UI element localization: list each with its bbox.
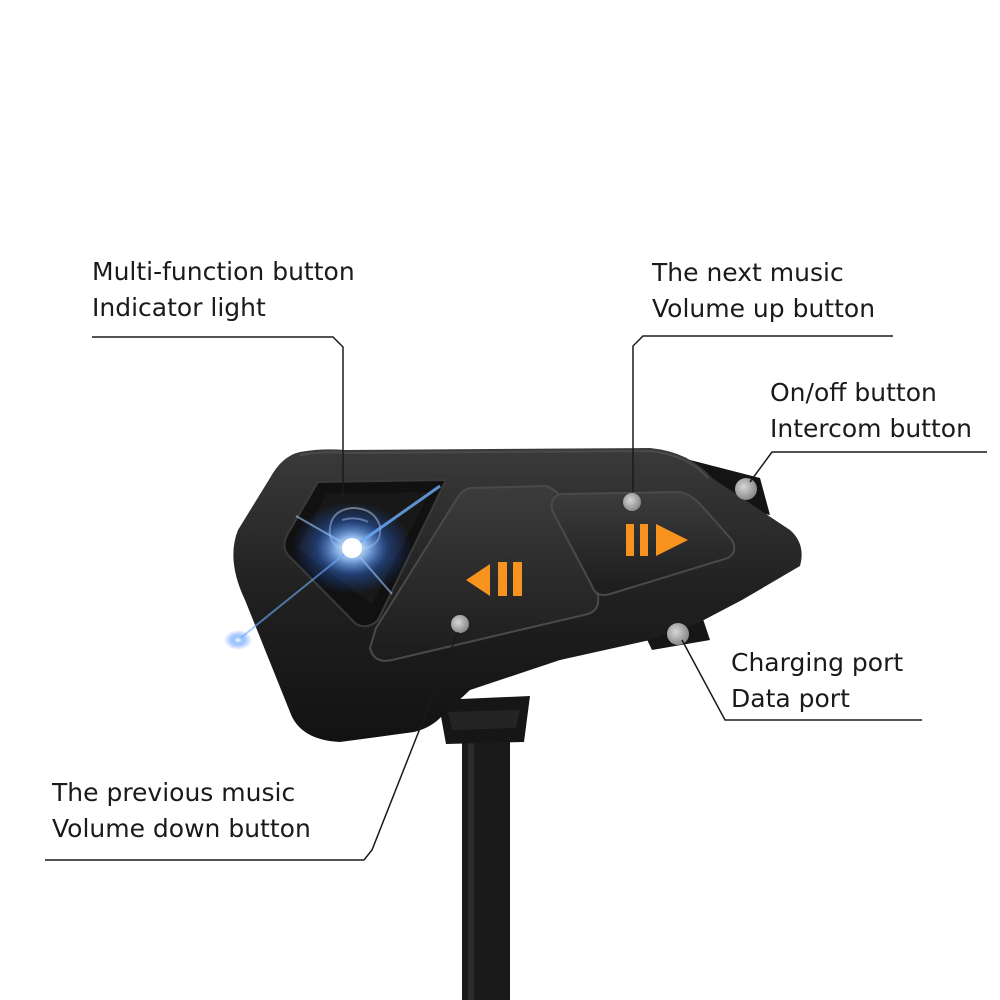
leader-on-off: [749, 451, 987, 483]
cable: [438, 696, 530, 1000]
next-music-marker: [623, 493, 641, 511]
charging-port-marker: [667, 623, 689, 645]
previous-music-marker: [451, 615, 469, 633]
callout-next-music-line2: Volume up button: [652, 294, 876, 323]
callout-previous-music-line2: Volume down button: [52, 814, 311, 843]
indicator-light: [224, 484, 441, 650]
next-track-icon: [626, 524, 688, 556]
callout-on-off-line2: Intercom button: [770, 414, 972, 443]
callout-on-off: On/off button Intercom button: [770, 375, 972, 447]
previous-track-icon: [466, 562, 522, 596]
callout-charging-line1: Charging port: [731, 648, 904, 677]
callout-on-off-line1: On/off button: [770, 378, 937, 407]
callout-multi-function-line1: Multi-function button: [92, 257, 355, 286]
leader-charging: [681, 639, 922, 721]
callout-next-music-line1: The next music: [652, 258, 844, 287]
callout-charging: Charging port Data port: [731, 645, 903, 717]
leader-lines: [45, 335, 987, 861]
leader-multi-function: [92, 336, 344, 498]
callout-previous-music-line1: The previous music: [52, 778, 296, 807]
on-off-marker: [735, 478, 757, 500]
callout-multi-function-line2: Indicator light: [92, 293, 266, 322]
leader-previous-music: [45, 631, 459, 861]
callout-multi-function: Multi-function button Indicator light: [92, 254, 355, 326]
leader-next-music: [632, 335, 893, 492]
callout-charging-line2: Data port: [731, 684, 850, 713]
callout-next-music: The next music Volume up button: [652, 255, 875, 327]
callout-previous-music: The previous music Volume down button: [52, 775, 311, 847]
